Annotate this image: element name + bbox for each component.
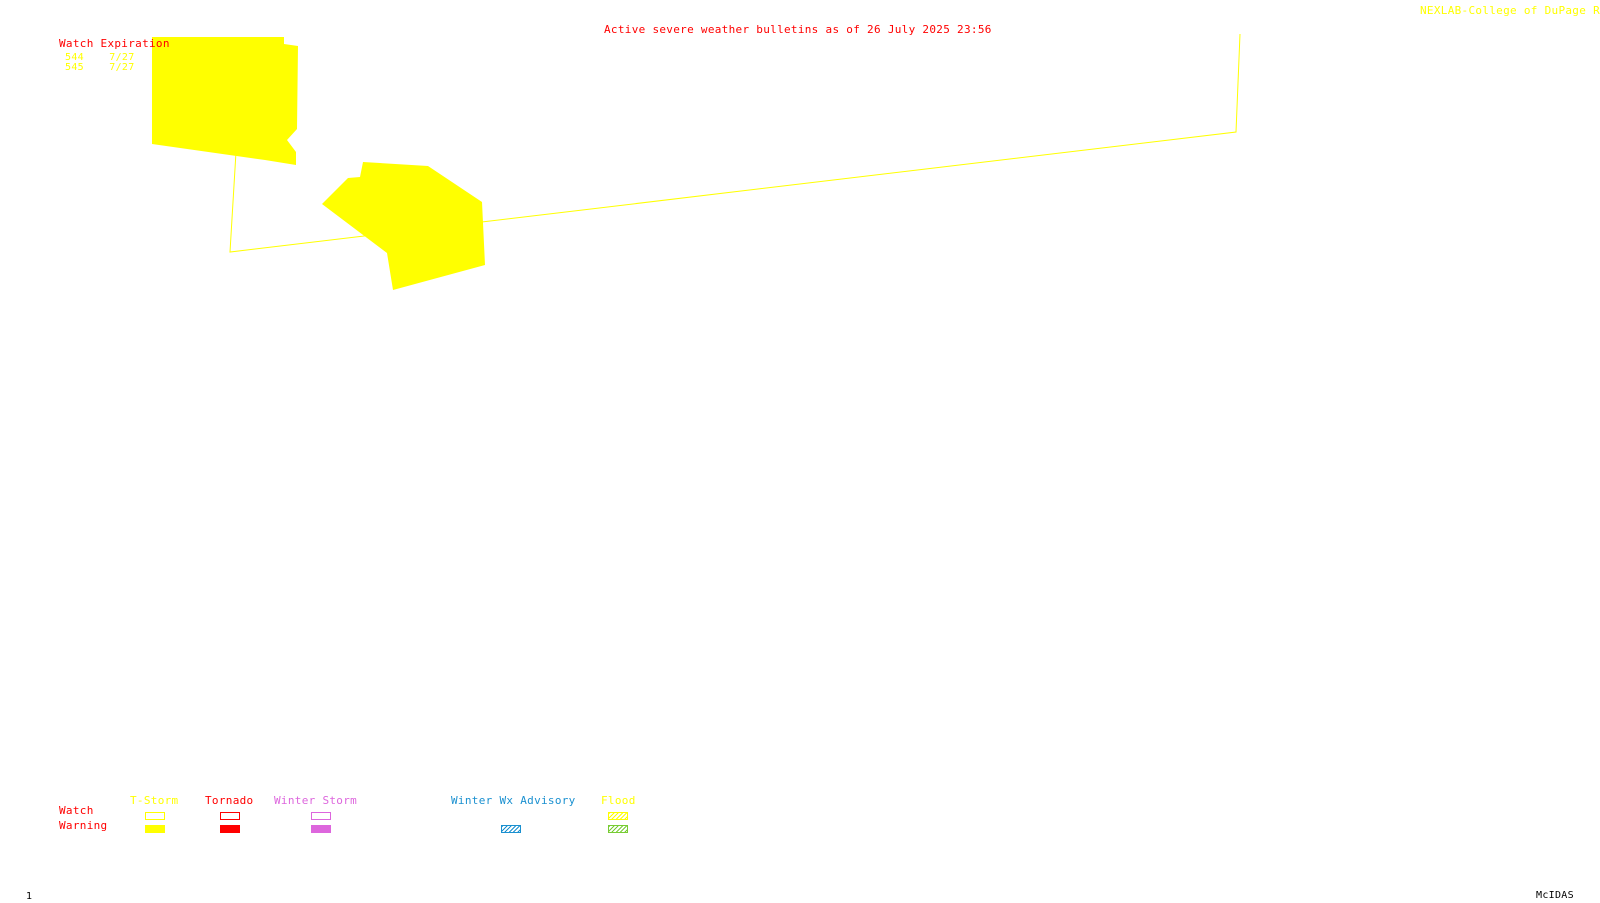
tstorm-watch-swatch [145, 812, 165, 820]
winter-wx-advisory-swatch [501, 825, 521, 833]
legend-winter-wx-advisory-label: Winter Wx Advisory [451, 794, 576, 807]
legend-flood-label: Flood [601, 794, 636, 807]
legend-warning-label: Warning [59, 819, 108, 832]
software-label: McIDAS [1536, 890, 1574, 901]
watch-id: 545 [65, 62, 84, 73]
tstorm-watch-outline [229, 33, 1241, 253]
tstorm-warning-polygon-south [322, 162, 485, 290]
legend-tornado-label: Tornado [205, 794, 254, 807]
watch-expiration-date: 7/27 [109, 62, 135, 73]
frame-number: 1 [26, 891, 33, 902]
winter-storm-warning-swatch [311, 825, 331, 833]
legend-watch-label: Watch [59, 804, 94, 817]
credit-label: NEXLAB-College of DuPage R [1420, 4, 1600, 17]
winter-storm-watch-swatch [311, 812, 331, 820]
legend-tstorm-label: T-Storm [130, 794, 179, 807]
watch-expiration-heading: Watch Expiration [59, 37, 170, 50]
tornado-watch-swatch [220, 812, 240, 820]
page-title: Active severe weather bulletins as of 26… [604, 23, 992, 36]
legend-winter-storm-label: Winter Storm [274, 794, 358, 807]
tstorm-warning-swatch [145, 825, 165, 833]
tornado-warning-swatch [220, 825, 240, 833]
watch-id: 544 [65, 52, 84, 63]
watch-expiration-date: 7/27 [109, 52, 135, 63]
tstorm-warning-polygon-north [152, 37, 298, 165]
watch-row: 544 7/27 [65, 53, 135, 63]
flood-warning-swatch [608, 825, 628, 833]
flood-watch-swatch [608, 812, 628, 820]
watch-row: 545 7/27 [65, 63, 135, 73]
